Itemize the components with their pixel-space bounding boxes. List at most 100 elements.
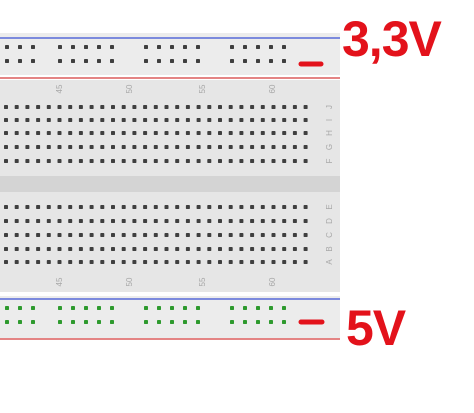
terminal-hole: [100, 233, 105, 237]
terminal-hole: [164, 131, 169, 135]
terminal-hole: [228, 247, 233, 251]
terminal-hole: [57, 159, 62, 163]
rail-hole: [31, 59, 35, 63]
top-power-rail: [0, 37, 340, 79]
rail-hole: [5, 45, 9, 49]
top-rail-body: [0, 33, 340, 75]
column-number-bottom: 55: [198, 277, 207, 286]
terminal-hole: [207, 260, 212, 264]
terminal-hole: [228, 105, 233, 109]
powered-rail-hole: [282, 306, 286, 310]
powered-rail-hole: [97, 320, 101, 324]
rail-hole: [183, 45, 187, 49]
terminal-hole: [132, 118, 137, 122]
terminal-hole: [303, 260, 308, 264]
terminal-hole: [68, 159, 73, 163]
terminal-hole: [271, 260, 276, 264]
row-letter: E: [325, 204, 334, 209]
terminal-hole: [36, 105, 41, 109]
terminal-hole: [292, 233, 297, 237]
terminal-hole: [46, 159, 51, 163]
terminal-hole: [175, 247, 180, 251]
terminal-hole: [111, 105, 115, 109]
powered-rail-hole: [183, 306, 187, 310]
powered-rail-hole: [110, 306, 114, 310]
terminal-hole: [175, 118, 180, 122]
terminal-hole: [46, 219, 51, 223]
terminal-hole: [260, 159, 265, 163]
annotation-markers: [298, 61, 325, 325]
terminal-hole: [239, 159, 244, 163]
rail-hole: [170, 45, 174, 49]
terminal-hole: [292, 260, 297, 264]
terminal-hole: [196, 260, 201, 264]
powered-rail-hole: [243, 320, 247, 324]
terminal-hole: [121, 105, 126, 109]
terminal-hole: [132, 145, 137, 149]
terminal-hole: [228, 233, 233, 237]
terminal-hole: [100, 105, 105, 109]
terminal-hole: [132, 233, 137, 237]
powered-rail-hole: [31, 306, 35, 310]
column-number-top: 60: [268, 84, 277, 93]
terminal-hole: [239, 260, 244, 264]
terminal-hole: [153, 247, 158, 251]
terminal-hole: [25, 219, 30, 223]
terminal-hole: [78, 118, 83, 122]
powered-rail-hole: [170, 306, 174, 310]
powered-rail-hole: [18, 320, 22, 324]
powered-rail-hole: [31, 320, 35, 324]
center-channel: [0, 176, 340, 192]
terminal-hole: [100, 205, 105, 209]
terminal-hole: [196, 205, 201, 209]
powered-rail-hole: [97, 306, 101, 310]
row-letter: J: [325, 105, 334, 109]
terminal-hole: [78, 260, 83, 264]
terminal-hole: [14, 260, 19, 264]
powered-rail-hole: [110, 320, 114, 324]
terminal-hole: [4, 131, 8, 135]
terminal-hole: [121, 233, 126, 237]
terminal-hole: [260, 247, 265, 251]
terminal-hole: [228, 260, 233, 264]
terminal-hole: [111, 118, 115, 122]
terminal-hole: [250, 233, 255, 237]
terminal-hole: [228, 131, 233, 135]
terminal-hole: [14, 247, 19, 251]
terminal-hole: [239, 247, 244, 251]
terminal-hole: [89, 118, 94, 122]
terminal-hole: [250, 105, 255, 109]
terminal-hole: [143, 233, 148, 237]
powered-rail-hole: [196, 320, 200, 324]
rail-hole: [71, 45, 75, 49]
terminal-hole: [164, 159, 169, 163]
terminal-hole: [292, 219, 297, 223]
powered-rail-hole: [5, 306, 9, 310]
terminal-hole: [36, 205, 41, 209]
terminal-hole: [271, 131, 276, 135]
terminal-hole: [282, 145, 287, 149]
terminal-hole: [25, 205, 30, 209]
terminal-hole: [132, 105, 137, 109]
terminal-hole: [271, 219, 276, 223]
terminal-hole: [282, 247, 287, 251]
rail-hole: [243, 59, 247, 63]
terminal-hole: [57, 105, 62, 109]
terminal-hole: [175, 145, 180, 149]
terminal-hole: [250, 219, 255, 223]
terminal-hole: [36, 233, 41, 237]
terminal-hole: [292, 205, 297, 209]
terminal-hole: [25, 159, 30, 163]
terminal-hole: [121, 219, 126, 223]
terminal-strip-top: [4, 105, 308, 163]
row-letter: A: [325, 259, 334, 265]
terminal-hole: [25, 260, 30, 264]
terminal-hole: [57, 118, 62, 122]
terminal-hole: [121, 159, 126, 163]
terminal-hole: [228, 145, 233, 149]
terminal-hole: [271, 145, 276, 149]
terminal-hole: [292, 131, 297, 135]
rail-hole: [157, 45, 161, 49]
terminal-hole: [57, 205, 62, 209]
terminal-hole: [68, 145, 73, 149]
